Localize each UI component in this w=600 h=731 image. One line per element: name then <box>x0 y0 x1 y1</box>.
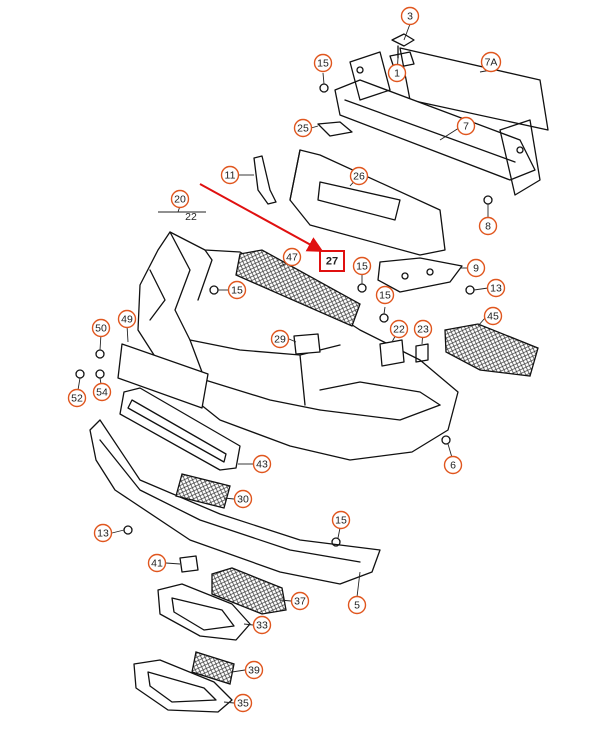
callout-43: 43 <box>252 454 272 474</box>
part-9-bracket <box>377 257 463 293</box>
part-37-grille <box>211 567 287 615</box>
callout-35: 35 <box>233 693 253 713</box>
part-33-bezel <box>157 583 251 641</box>
svg-text:30: 30 <box>237 494 249 506</box>
svg-text:50: 50 <box>95 323 107 335</box>
callout-29: 29 <box>270 329 290 349</box>
svg-text:20: 20 <box>174 194 186 206</box>
svg-text:39: 39 <box>248 665 260 677</box>
svg-text:15: 15 <box>335 515 347 527</box>
svg-text:5: 5 <box>354 600 360 612</box>
svg-text:25: 25 <box>297 123 309 135</box>
svg-text:33: 33 <box>256 620 268 632</box>
callout-50: 50 <box>91 318 111 338</box>
callout-9: 9 <box>466 258 486 278</box>
svg-text:43: 43 <box>256 459 268 471</box>
highlight-arrow <box>199 183 324 252</box>
svg-text:7A: 7A <box>485 57 498 69</box>
svg-text:3: 3 <box>407 11 413 23</box>
callout-1: 1 <box>387 63 407 83</box>
callout-30: 30 <box>233 489 253 509</box>
callout-39: 39 <box>244 660 264 680</box>
callout-13: 13 <box>486 278 506 298</box>
callout-11: 11 <box>220 165 240 185</box>
svg-text:9: 9 <box>473 263 479 275</box>
part-39-mesh <box>191 651 235 685</box>
part-22-bracket <box>379 339 405 367</box>
svg-text:52: 52 <box>71 393 83 405</box>
callout-54: 54 <box>92 382 112 402</box>
callout-37: 37 <box>290 591 310 611</box>
svg-text:15: 15 <box>317 58 329 70</box>
svg-text:22: 22 <box>393 324 405 336</box>
svg-text:45: 45 <box>487 311 499 323</box>
svg-text:13: 13 <box>490 283 502 295</box>
svg-text:54: 54 <box>96 387 108 399</box>
callout-15e: 15 <box>331 510 351 530</box>
svg-text:15: 15 <box>356 261 368 273</box>
callout-6: 6 <box>443 455 463 475</box>
callout-47: 47 <box>282 247 302 267</box>
svg-text:15: 15 <box>231 285 243 297</box>
part-35-bezel <box>133 659 233 713</box>
callout-3: 3 <box>400 6 420 26</box>
callout-7: 7 <box>456 116 476 136</box>
svg-text:37: 37 <box>294 596 306 608</box>
svg-text:13: 13 <box>97 528 109 540</box>
svg-text:47: 47 <box>286 252 298 264</box>
callout-33: 33 <box>252 615 272 635</box>
part-26-bracket <box>289 149 446 256</box>
highlight-box-27: 27 <box>319 250 345 272</box>
callout-25: 25 <box>293 118 313 138</box>
part-1-bracket <box>389 51 415 69</box>
svg-text:35: 35 <box>237 698 249 710</box>
highlight-label: 27 <box>326 256 338 268</box>
callout-26: 26 <box>349 166 369 186</box>
svg-text:8: 8 <box>485 221 491 233</box>
callout-22: 22 <box>389 319 409 339</box>
callout-15: 15 <box>313 53 333 73</box>
svg-text:49: 49 <box>121 314 133 326</box>
svg-text:7: 7 <box>463 121 469 133</box>
callout-23: 23 <box>413 319 433 339</box>
svg-text:6: 6 <box>450 460 456 472</box>
svg-text:23: 23 <box>417 324 429 336</box>
part-25-clip <box>317 121 353 137</box>
part-23-bolt <box>415 343 429 363</box>
part-29-flap <box>293 333 321 355</box>
callout-15b: 15 <box>352 256 372 276</box>
part-41-block <box>179 555 199 573</box>
part-45-side-grille <box>444 323 539 377</box>
svg-text:26: 26 <box>353 171 365 183</box>
callout-20: 20 <box>170 189 190 209</box>
svg-text:29: 29 <box>274 334 286 346</box>
callout-45: 45 <box>483 306 503 326</box>
part-7-carrier <box>334 51 541 196</box>
part-47-grille <box>235 249 361 327</box>
callout-7a: 7A <box>480 51 502 73</box>
svg-text:11: 11 <box>225 170 236 182</box>
callout-5: 5 <box>347 595 367 615</box>
callout-15c: 15 <box>227 280 247 300</box>
part-30-grille <box>175 473 231 509</box>
callout-15d: 15 <box>375 285 395 305</box>
callout-49: 49 <box>117 309 137 329</box>
callout-52: 52 <box>67 388 87 408</box>
callout-8: 8 <box>478 216 498 236</box>
svg-text:22: 22 <box>185 211 197 223</box>
svg-text:1: 1 <box>394 68 400 80</box>
callout-41: 41 <box>147 553 167 573</box>
part-5-spoiler <box>89 419 381 585</box>
callout-13b: 13 <box>93 523 113 543</box>
part-3-clip <box>391 33 415 59</box>
part-43-frame <box>119 387 241 471</box>
label-22-plain: 22 <box>185 211 197 223</box>
svg-text:15: 15 <box>379 290 391 302</box>
part-49-plate-base <box>117 343 209 409</box>
svg-text:41: 41 <box>151 558 163 570</box>
part-11-strip <box>253 155 277 205</box>
